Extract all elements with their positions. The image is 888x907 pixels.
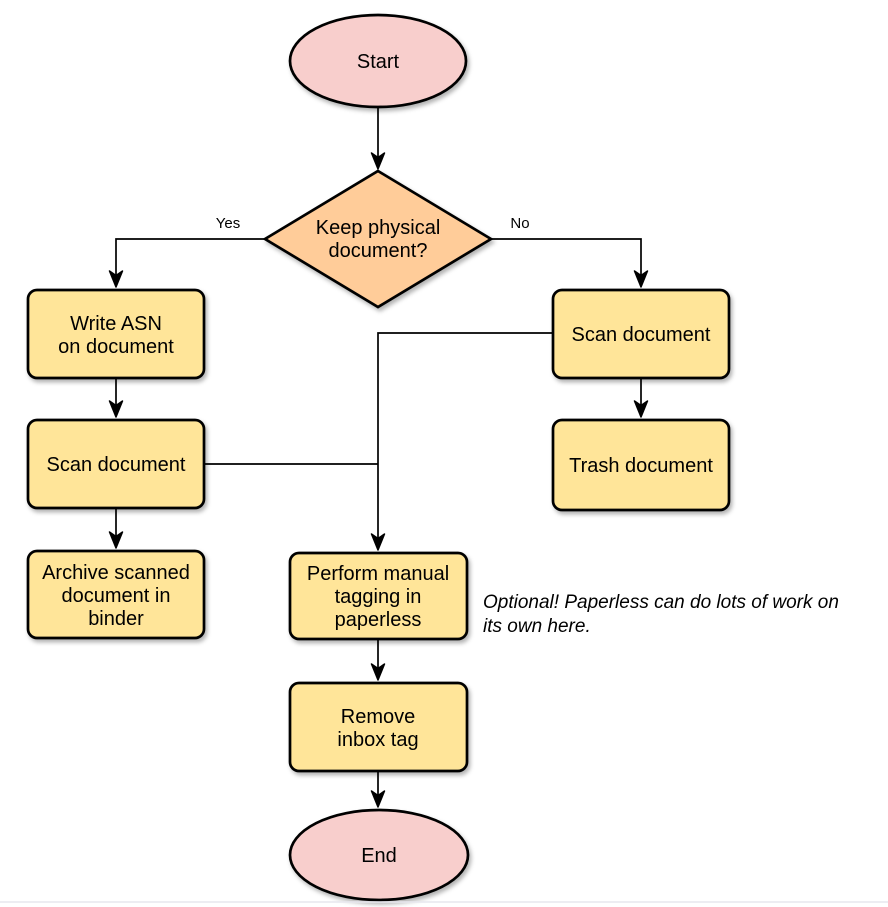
write-asn-label-line1: Write ASN	[70, 313, 162, 335]
annotation-line1: Optional! Paperless can do lots of work …	[483, 592, 839, 613]
edge-scanright-to-tagging	[370, 332, 553, 551]
manual-tagging-label-line1: Perform manual	[307, 563, 449, 585]
remove-inbox-tag-label-line2: inbox tag	[337, 729, 418, 751]
annotation-line2: its own here.	[483, 616, 591, 637]
node-write-asn: Write ASN on document	[26, 288, 206, 380]
decision-label-line2: document?	[329, 240, 428, 262]
archive-binder-label-line2: document in	[62, 585, 171, 607]
archive-binder-box	[26, 549, 206, 640]
manual-tagging-label-line3: paperless	[335, 609, 422, 631]
write-asn-box	[26, 288, 206, 380]
node-start: Start	[288, 13, 468, 109]
node-manual-tagging: Perform manual tagging in paperless	[288, 551, 469, 641]
node-remove-inbox-tag: Remove inbox tag	[288, 681, 469, 773]
edges	[108, 107, 649, 808]
start-label: Start	[357, 51, 400, 73]
end-label: End	[361, 845, 397, 867]
scan-document-right-label: Scan document	[572, 324, 711, 346]
edge-no-branch	[491, 238, 649, 288]
scan-document-left-label: Scan document	[47, 454, 186, 476]
edge-yes-branch	[108, 238, 265, 288]
archive-binder-label-line1: Archive scanned	[42, 562, 190, 584]
trash-document-label: Trash document	[569, 455, 713, 477]
scan-document-left-box	[26, 418, 206, 510]
trash-document-box	[551, 418, 731, 512]
node-keep-physical-decision: Keep physical document?	[262, 169, 494, 309]
remove-inbox-tag-box	[288, 681, 469, 773]
edge-label-yes: Yes	[216, 215, 240, 232]
remove-inbox-tag-label-line1: Remove	[341, 706, 415, 728]
start-ellipse	[288, 13, 468, 109]
node-scan-document-right: Scan document	[551, 288, 731, 380]
write-asn-label-line2: on document	[58, 336, 174, 358]
node-scan-document-left: Scan document	[26, 418, 206, 510]
annotation-note: Optional! Paperless can do lots of work …	[483, 592, 839, 637]
manual-tagging-box	[288, 551, 469, 641]
archive-binder-label-line3: binder	[88, 608, 144, 630]
node-trash-document: Trash document	[551, 418, 731, 512]
decision-label-line1: Keep physical	[316, 217, 441, 239]
decision-diamond	[262, 169, 494, 309]
manual-tagging-label-line2: tagging in	[335, 586, 422, 608]
edge-label-no: No	[510, 215, 529, 232]
end-ellipse	[288, 808, 470, 902]
scan-document-right-box	[551, 288, 731, 380]
node-archive-binder: Archive scanned document in binder	[26, 549, 206, 640]
node-end: End	[288, 808, 470, 902]
